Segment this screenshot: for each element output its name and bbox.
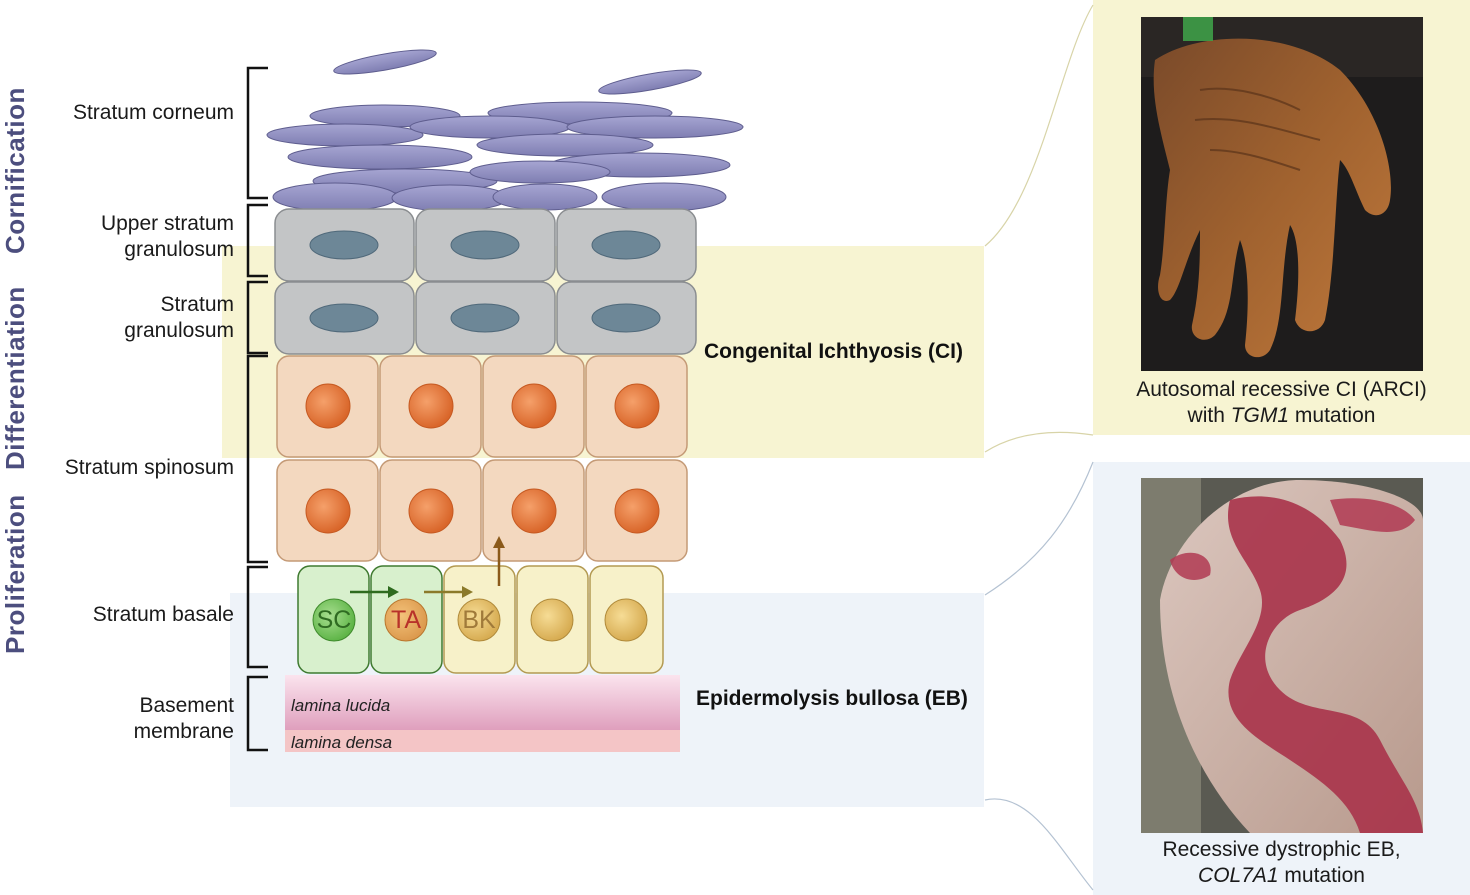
granulosum-label-line2: granulosum [124, 319, 234, 342]
stratum-corneum-label: Stratum corneum [72, 101, 234, 124]
lamina-densa [285, 730, 680, 752]
eb-connector-bottom [984, 798, 1094, 891]
lamina-lucida [285, 675, 680, 730]
spinosum-label: Stratum spinosum [64, 456, 234, 479]
ci-disease-label: Congenital Ichthyosis (CI) [704, 340, 964, 363]
layer-brackets [246, 66, 268, 752]
ci-connector-bottom [984, 431, 1094, 453]
ta-cell-nucleus [384, 598, 428, 642]
bk-cell-nucleus [457, 598, 501, 642]
granulosum-cells [274, 281, 697, 355]
eb-gene: COL7A1 [1198, 864, 1279, 887]
eb-caption: Recessive dystrophic EB, COL7A1 mutation [1093, 837, 1470, 889]
eb-caption-line1: Recessive dystrophic EB, [1162, 838, 1401, 861]
granulosum-label-line1: Stratum [160, 293, 234, 316]
lineage-arrows [350, 536, 505, 598]
basale-label: Stratum basale [92, 603, 234, 626]
basement-label-line2: membrane [133, 720, 234, 743]
basement-label-line1: Basement [139, 694, 234, 717]
ci-caption-line1: Autosomal recessive CI (ARCI) [1136, 378, 1427, 401]
lamina-densa-label: lamina densa [291, 733, 393, 752]
spinosum-cells [276, 355, 688, 562]
bk-cell-label: BK [462, 606, 496, 634]
eb-shoulder-photo [1141, 478, 1423, 833]
stem-cell-nucleus [312, 598, 356, 642]
stem-cell-label: SC [316, 606, 352, 634]
ci-gene: TGM1 [1230, 404, 1290, 427]
lamina-lucida-label: lamina lucida [291, 696, 391, 715]
ci-connector-top [984, 4, 1094, 247]
ci-caption-line2: with TGM1 mutation [1187, 404, 1376, 427]
upper-granulosum-label-line1: Upper stratum [100, 212, 234, 235]
ci-caption: Autosomal recessive CI (ARCI) with TGM1 … [1093, 377, 1470, 429]
upper-granulosum-cells [274, 208, 697, 282]
upper-granulosum-label-line2: granulosum [124, 238, 234, 261]
proliferation-label: Proliferation [0, 494, 30, 654]
ci-hand-photo [1141, 17, 1423, 371]
eb-disease-label: Epidermolysis bullosa (EB) [696, 687, 968, 710]
ta-cell-label: TA [390, 606, 422, 634]
stratum-corneum-cells [266, 49, 744, 212]
eb-connector-top [984, 461, 1094, 596]
eb-caption-line2: COL7A1 mutation [1198, 864, 1365, 887]
